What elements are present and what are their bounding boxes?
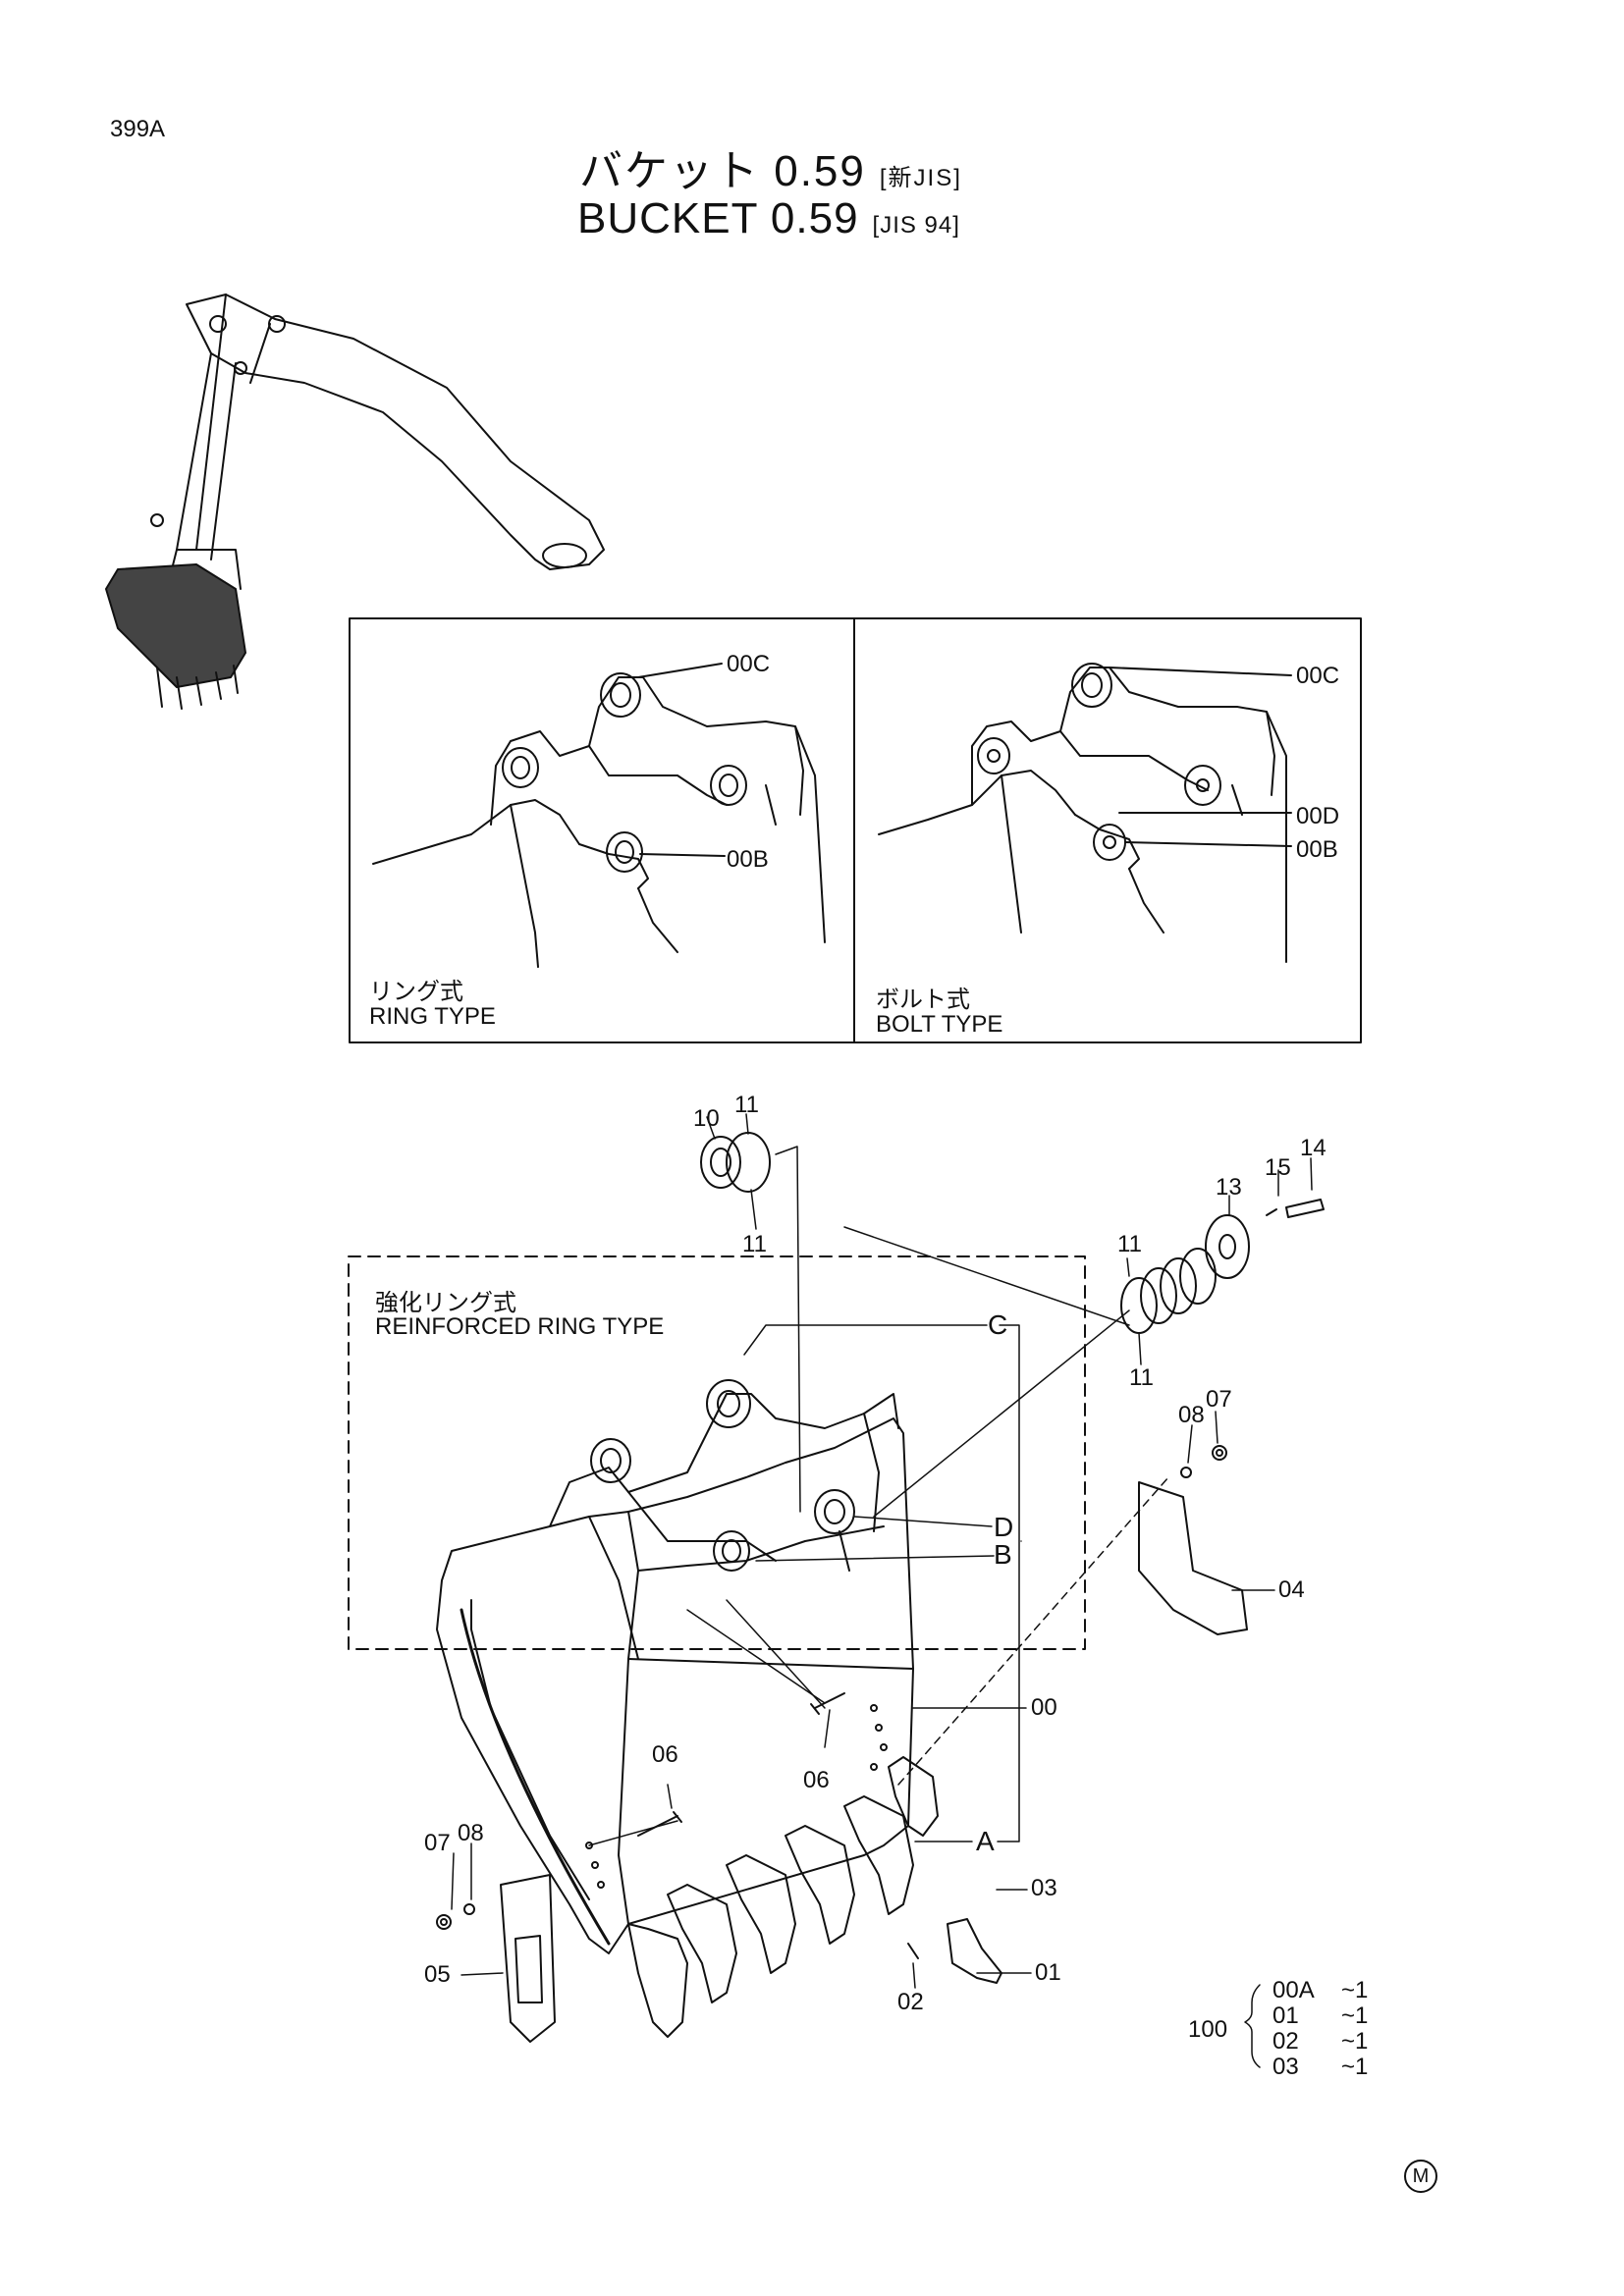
callout-06-left: 06 — [652, 1741, 678, 1768]
reinforced-caption-en: REINFORCED RING TYPE — [375, 1313, 665, 1340]
callout-14: 14 — [1300, 1135, 1326, 1161]
kit-item-1-part: 00A — [1272, 1977, 1315, 2003]
kit-item-3-part: 02 — [1272, 2028, 1299, 2055]
callout-06-right: 06 — [803, 1767, 830, 1793]
ring-type-bracket-drawing — [372, 663, 826, 968]
callout-15: 15 — [1265, 1154, 1291, 1181]
bolt-06-left — [637, 1811, 682, 1837]
kit-item-2-part: 01 — [1272, 2002, 1299, 2029]
callout-08-left: 08 — [458, 1820, 484, 1846]
ring-caption-jp: リング式 — [369, 979, 463, 1005]
kit-item-4-part: 03 — [1272, 2054, 1299, 2080]
bolt-caption-jp: ボルト式 — [876, 987, 970, 1013]
ring-callout-00B: 00B — [727, 846, 769, 873]
title-en-tag: [JIS 94] — [872, 212, 960, 239]
callout-02: 02 — [897, 1989, 924, 2015]
title-en-text: BUCKET 0.59 — [577, 194, 859, 242]
callout-05: 05 — [424, 1961, 451, 1988]
reinforced-frame — [348, 1255, 1086, 1650]
callout-11-bottom: 11 — [742, 1231, 767, 1257]
title-jp-text: バケット 0.59 — [579, 147, 866, 195]
bolt-caption-en: BOLT TYPE — [876, 1011, 1003, 1038]
callout-08-right: 08 — [1178, 1402, 1205, 1428]
callout-07-right: 07 — [1206, 1386, 1232, 1413]
callout-11-top: 11 — [734, 1092, 759, 1118]
ring-set-top — [700, 1132, 771, 1193]
ring-caption-en: RING TYPE — [369, 1003, 496, 1030]
callout-11-stack-top: 11 — [1117, 1231, 1142, 1257]
callout-10: 10 — [693, 1105, 720, 1132]
callout-B: B — [994, 1539, 1012, 1570]
callout-A: A — [976, 1826, 995, 1856]
title-jp-tag: [新JIS] — [879, 165, 962, 191]
bolt-callout-00C: 00C — [1296, 663, 1340, 689]
kit-item-4-qty: ~1 — [1341, 2054, 1369, 2080]
callout-D: D — [994, 1512, 1014, 1542]
side-cutter-left — [500, 1874, 556, 2043]
bucket-body-drawing — [436, 1379, 914, 1954]
callout-00: 00 — [1031, 1694, 1057, 1721]
callout-13: 13 — [1216, 1174, 1242, 1201]
reinforced-caption-jp: 強化リング式 — [375, 1290, 516, 1316]
kit-item-2-qty: ~1 — [1341, 2002, 1369, 2029]
bolt-callout-00B: 00B — [1296, 836, 1338, 863]
bolt-callout-00D: 00D — [1296, 803, 1340, 829]
bucket-teeth-drawing — [627, 1756, 1002, 2038]
callout-07-left: 07 — [424, 1830, 451, 1856]
callout-04: 04 — [1278, 1576, 1305, 1603]
bolt-type-bracket-drawing — [878, 663, 1292, 963]
excavator-arm-illustration — [105, 294, 605, 710]
ring-callout-00C: 00C — [727, 651, 771, 677]
kit-item-1-qty: ~1 — [1341, 1977, 1369, 2003]
callout-11-stack-bottom: 11 — [1129, 1364, 1154, 1391]
side-cutter-right — [1138, 1481, 1248, 1635]
callout-01: 01 — [1035, 1959, 1061, 1986]
title-japanese: バケット 0.59 [新JIS] — [579, 135, 962, 198]
circled-m-mark: M — [1404, 2160, 1437, 2193]
page-number: 399A — [110, 116, 166, 142]
title-english: BUCKET 0.59 [JIS 94] — [577, 194, 960, 243]
callout-03: 03 — [1031, 1875, 1057, 1901]
ring-stack-right — [1120, 1199, 1325, 1334]
callout-C: C — [988, 1309, 1008, 1340]
bolt-06-right — [810, 1692, 845, 1715]
kit-item-3-qty: ~1 — [1341, 2028, 1369, 2055]
kit-number: 100 — [1188, 2016, 1228, 2043]
